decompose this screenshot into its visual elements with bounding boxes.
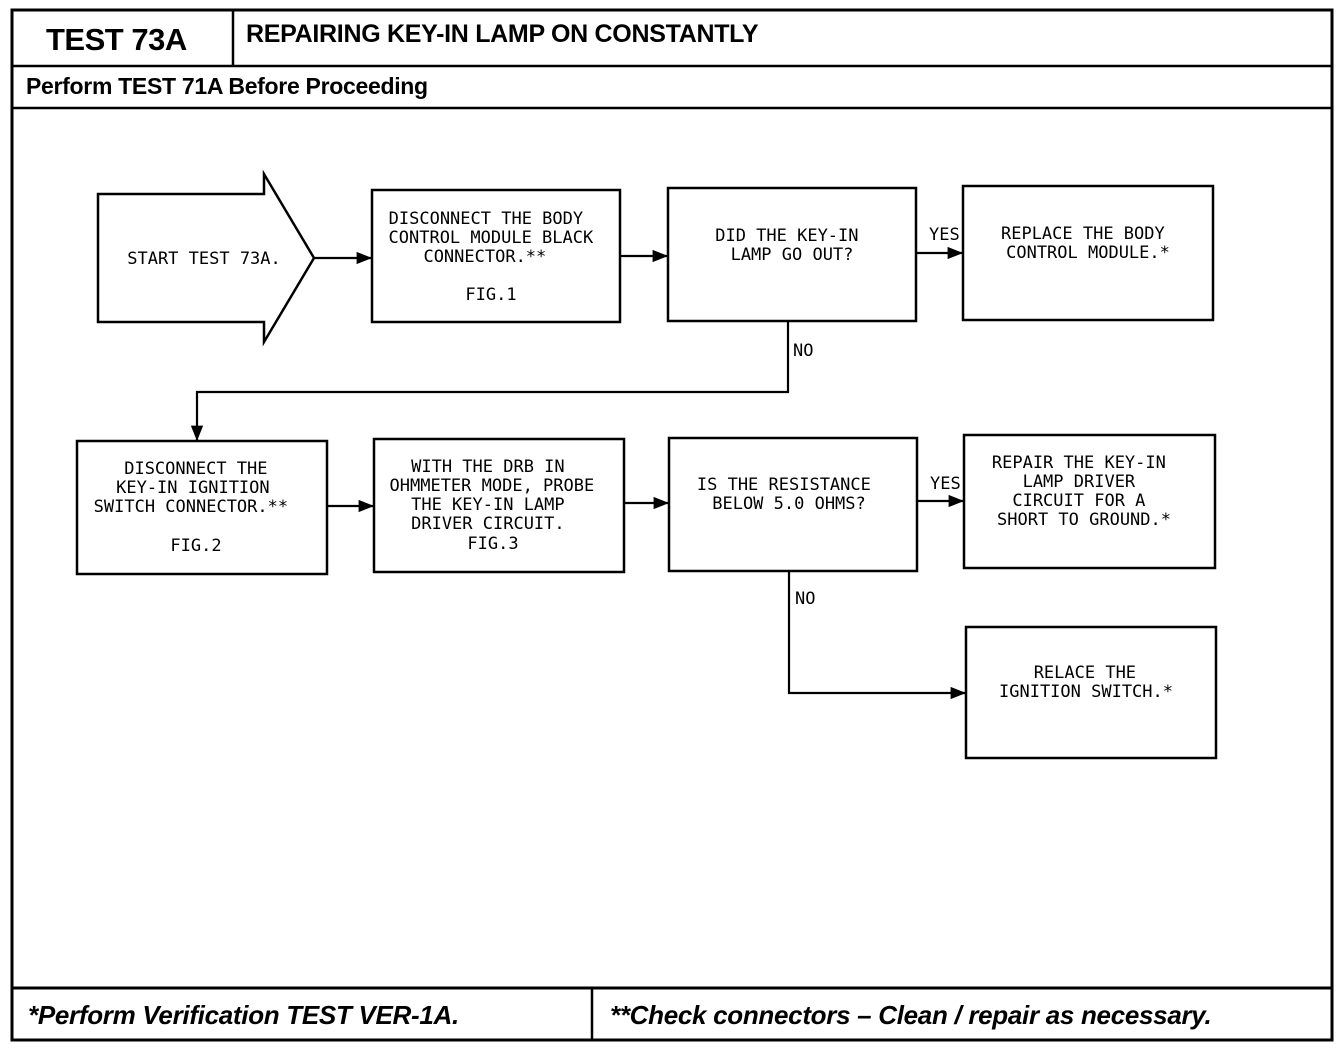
step-text-line: THE KEY-IN LAMP bbox=[411, 495, 565, 515]
sheet-frame bbox=[10, 8, 1334, 1042]
step-disconnect-bcm-text: DISCONNECT THE BODY CONTROL MODULE BLACK… bbox=[389, 209, 604, 305]
step-replace-bcm-text: REPLACE THE BODY CONTROL MODULE.* bbox=[1001, 224, 1175, 263]
footer-note-verification: *Perform Verification TEST VER-1A. bbox=[28, 1000, 459, 1030]
step-text-line: REPLACE THE BODY bbox=[1001, 224, 1165, 244]
step-text-line: RELACE THE bbox=[1034, 663, 1136, 683]
step-text-line: CONTROL MODULE BLACK bbox=[389, 228, 594, 248]
step-text-line: CONNECTOR.** bbox=[423, 247, 546, 267]
step-repair-driver-text: REPAIR THE KEY-IN LAMP DRIVER CIRCUIT FO… bbox=[992, 453, 1176, 530]
flow-connectors bbox=[190, 246, 966, 700]
step-text-line: OHMMETER MODE, PROBE bbox=[390, 476, 595, 496]
decision-lamp-out-text: DID THE KEY-IN LAMP GO OUT? bbox=[715, 226, 869, 265]
decision-resistance-text: IS THE RESISTANCE BELOW 5.0 OHMS? bbox=[697, 475, 881, 514]
step-disconnect-ignition-text: DISCONNECT THE KEY-IN IGNITION SWITCH CO… bbox=[94, 459, 299, 556]
step-probe-circuit-box bbox=[372, 437, 626, 574]
step-text-line: LAMP GO OUT? bbox=[731, 245, 854, 265]
step-text-line: CONTROL MODULE.* bbox=[1006, 243, 1170, 263]
branch-label-no: NO bbox=[795, 589, 815, 609]
step-disconnect-bcm-box bbox=[370, 188, 622, 324]
branch-label-yes: YES bbox=[929, 225, 960, 245]
step-disconnect-ignition-box bbox=[75, 439, 329, 576]
step-probe-circuit-text: WITH THE DRB IN OHMMETER MODE, PROBE THE… bbox=[390, 457, 605, 554]
branch-label-no: NO bbox=[793, 341, 813, 361]
step-text-line: DID THE KEY-IN bbox=[715, 226, 858, 246]
step-replace-ignition-box bbox=[964, 625, 1218, 760]
fig-reference: FIG.2 bbox=[170, 536, 221, 556]
decision-resistance-box bbox=[667, 436, 919, 573]
connector-no-to-ignition bbox=[190, 321, 790, 441]
branch-label-yes: YES bbox=[930, 474, 961, 494]
step-text-line: BELOW 5.0 OHMS? bbox=[712, 494, 866, 514]
step-text-line: IS THE RESISTANCE bbox=[697, 475, 871, 495]
step-text-line: KEY-IN IGNITION bbox=[116, 478, 270, 498]
step-text-line: SWITCH CONNECTOR.** bbox=[94, 497, 288, 517]
step-replace-bcm-box bbox=[961, 184, 1215, 322]
fig-reference: FIG.3 bbox=[467, 534, 518, 554]
step-text-line: CIRCUIT FOR A bbox=[1012, 491, 1145, 511]
footer-note-connectors: **Check connectors – Clean / repair as n… bbox=[610, 1000, 1212, 1030]
step-text-line: DISCONNECT THE bbox=[124, 459, 267, 479]
step-repair-driver-box bbox=[962, 433, 1217, 570]
page-title: REPAIRING KEY-IN LAMP ON CONSTANTLY bbox=[246, 20, 759, 48]
step-text-line: LAMP DRIVER bbox=[1023, 472, 1136, 492]
start-arrow-shape bbox=[96, 169, 316, 347]
step-replace-ignition-text: RELACE THE IGNITION SWITCH.* bbox=[999, 663, 1173, 702]
connector-no-replace-ignition bbox=[787, 571, 966, 700]
step-text-line: IGNITION SWITCH.* bbox=[999, 682, 1173, 702]
fig-reference: FIG.1 bbox=[465, 285, 516, 305]
prerequisite-note: Perform TEST 71A Before Proceeding bbox=[26, 73, 428, 99]
step-text-line: WITH THE DRB IN bbox=[411, 457, 565, 477]
decision-lamp-out-box bbox=[666, 186, 918, 323]
step-text-line: DRIVER CIRCUIT. bbox=[411, 514, 565, 534]
step-text-line: SHORT TO GROUND.* bbox=[997, 510, 1171, 530]
step-text-line: DISCONNECT THE BODY bbox=[389, 209, 583, 229]
step-text-line: REPAIR THE KEY-IN bbox=[992, 453, 1166, 473]
start-label: START TEST 73A. bbox=[127, 249, 281, 269]
test-id: TEST 73A bbox=[46, 22, 187, 57]
